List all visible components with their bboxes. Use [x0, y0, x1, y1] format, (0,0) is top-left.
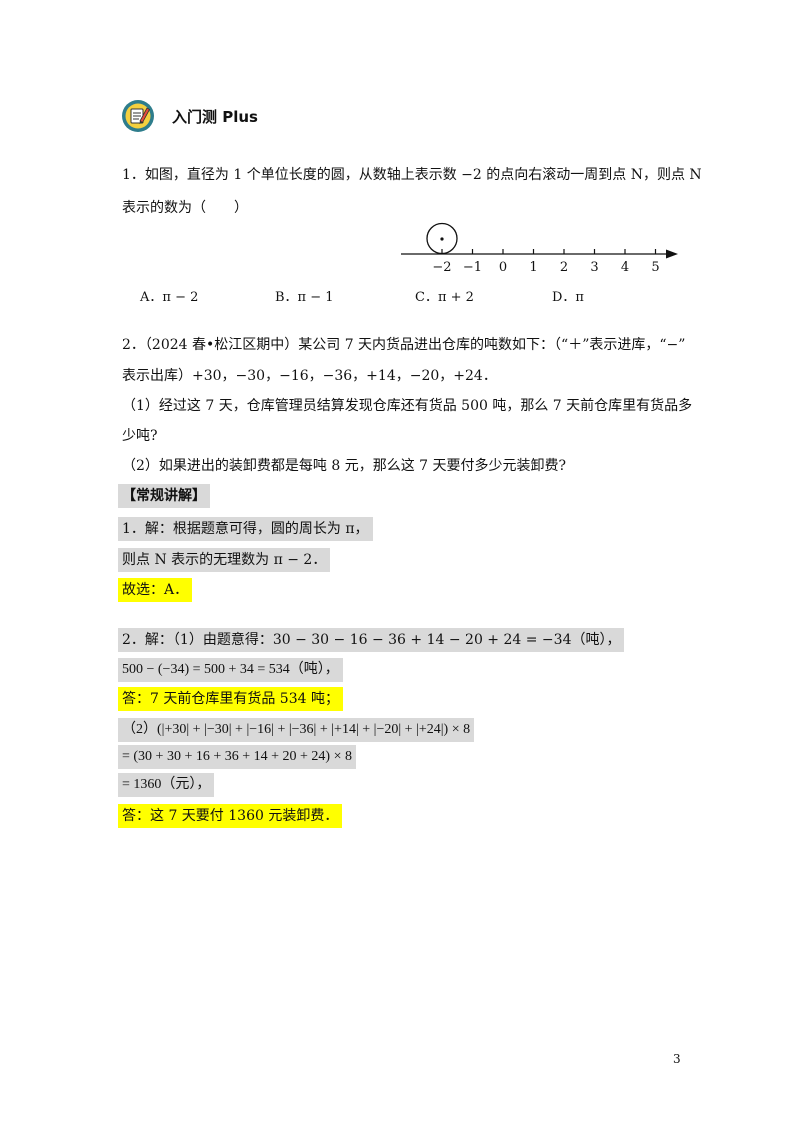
q1-line1: 1．如图，直径为 1 个单位长度的圆，从数轴上表示数 −2 的点向右滚动一周到点…: [122, 167, 702, 183]
header-icon: [121, 99, 155, 133]
solution-1-answer: 故选：A．: [118, 578, 193, 602]
axis-tick-label: 4: [620, 260, 630, 275]
option-b: B．π − 1: [275, 290, 334, 305]
axis-tick-label: −2: [432, 260, 452, 275]
axis-tick-label: 1: [529, 260, 538, 275]
q2-sub1-line1: （1）经过这 7 天，仓库管理员结算发现仓库还有货品 500 吨，那么 7 天前…: [122, 398, 693, 414]
axis-tick-label: 2: [559, 260, 569, 275]
axis-ticks: [441, 249, 657, 254]
solution-2-line5: = 1360（元），: [118, 773, 215, 797]
q2-sub2: （2）如果进出的装卸费都是每吨 8 元，那么这 7 天要付多少元装卸费?: [122, 458, 567, 474]
number-line-figure: [396, 222, 686, 280]
solution-2-line2: 500 − (−34) = 500 + 34 = 534（吨），: [118, 658, 343, 682]
solution-heading: 【常规讲解】: [118, 484, 210, 508]
solution-2-line3: （2）(|+30| + |−30| + |−16| + |−36| + |+14…: [118, 718, 475, 742]
circle-center-dot: [440, 237, 444, 241]
axis-tick-label: 5: [651, 260, 660, 275]
q2-line1: 2．（2024 春•松江区期中）某公司 7 天内货品进出仓库的吨数如下：（“＋”…: [122, 337, 686, 353]
q1-line2: 表示的数为（ ）: [122, 200, 248, 216]
axis-tick-label: 0: [498, 260, 508, 275]
solution-1-line1: 1．解：根据题意可得，圆的周长为 π，: [118, 517, 373, 541]
solution-2-line4: = (30 + 30 + 16 + 36 + 14 + 20 + 24) × 8: [118, 745, 356, 769]
option-d: D．π: [552, 290, 584, 305]
option-c: C．π + 2: [415, 290, 474, 305]
pencil-badge-icon: [122, 100, 154, 132]
q2-sub1-line2: 少吨?: [122, 428, 158, 444]
option-a: A．π − 2: [140, 290, 199, 305]
axis-arrow: [666, 249, 678, 259]
page-number: 3: [673, 1052, 681, 1066]
solution-2-answer-2: 答：这 7 天要付 1360 元装卸费．: [118, 804, 343, 828]
page-title: 入门测 Plus: [172, 108, 258, 126]
solution-2-answer-1: 答：7 天前仓库里有货品 534 吨；: [118, 687, 343, 711]
axis-tick-label: 3: [590, 260, 599, 275]
axis-tick-label: −1: [462, 260, 483, 275]
solution-2-line1: 2．解：（1）由题意得：30 − 30 − 16 − 36 + 14 − 20 …: [118, 628, 625, 652]
q2-line2: 表示出库）+30，−30，−16，−36，+14，−20，+24．: [122, 368, 497, 384]
solution-1-line2: 则点 N 表示的无理数为 π − 2．: [118, 548, 331, 572]
